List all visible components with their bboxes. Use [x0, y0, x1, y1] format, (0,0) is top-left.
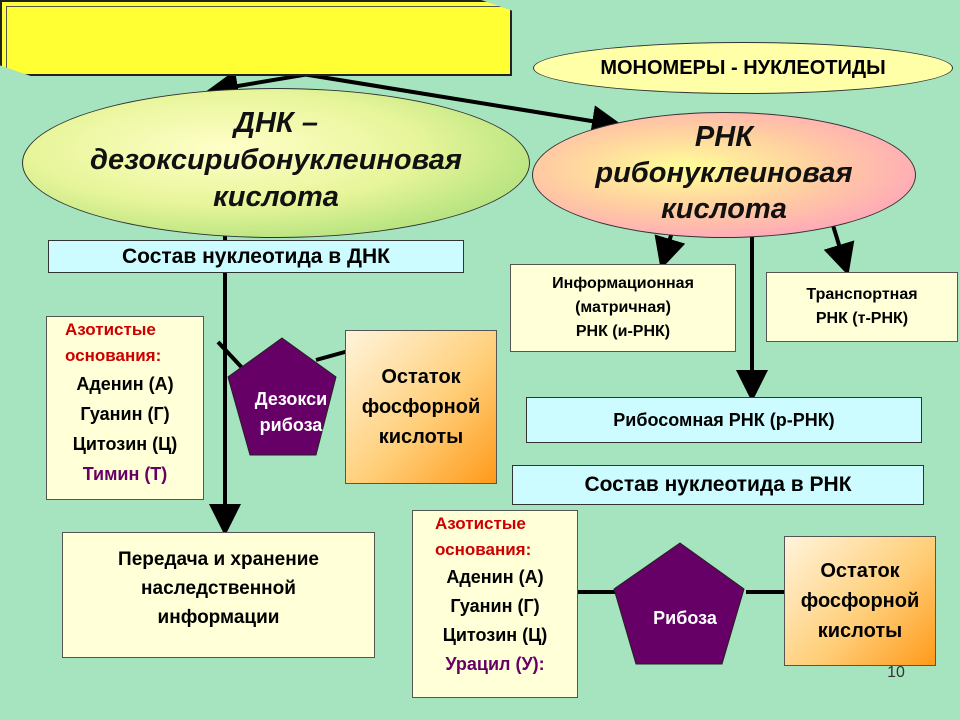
page-number: 10 — [887, 664, 905, 681]
dna-ellipse: ДНК – дезоксирибонуклеиновая кислота — [22, 88, 530, 238]
rna-title-line3: кислота — [661, 193, 787, 225]
rna-title-line1: РНК — [694, 121, 754, 153]
monomers-ellipse: МОНОМЕРЫ - НУКЛЕОТИДЫ — [533, 42, 953, 94]
rna-title-line2: рибонуклеиновая — [595, 157, 853, 189]
dna-base-guanine: Гуанин (Г) — [80, 404, 170, 424]
dna-bases-box: Азотистые основания: Аденин (А) Гуанин (… — [46, 316, 204, 500]
dna-function-line1: Передача и хранение — [118, 548, 319, 570]
dna-base-cytosine: Цитозин (Ц) — [72, 434, 178, 454]
mrna-line1: Информационная — [552, 275, 694, 292]
dna-sugar-line1: Дезокси — [254, 389, 328, 409]
rna-bases-label-2: основания: — [435, 540, 532, 559]
rna-composition-title: Состав нуклеотида в РНК — [512, 465, 924, 505]
rna-base-guanine: Гуанин (Г) — [450, 596, 540, 616]
rna-phosphate-line3: кислоты — [817, 620, 903, 642]
dna-composition-title: Состав нуклеотида в ДНК — [48, 240, 464, 273]
trna-line2: РНК (т-РНК) — [815, 310, 909, 327]
dna-bases-label-2: основания: — [65, 346, 162, 365]
mrna-line3: РНК (и-РНК) — [575, 323, 671, 340]
dna-title-line1: ДНК – — [234, 106, 318, 139]
dna-title-line2: дезоксирибонуклеиновая — [90, 143, 462, 176]
rna-base-adenine: Аденин (А) — [446, 567, 544, 587]
dna-phosphate-box: Остаток фосфорной кислоты — [345, 330, 497, 484]
dna-function-line2: наследственной — [141, 577, 296, 599]
dna-base-thymine: Тимин (Т) — [82, 464, 168, 484]
rna-phosphate-line2: фосфорной — [800, 590, 920, 612]
mrna-box: Информационная (матричная) РНК (и-РНК) — [510, 264, 736, 352]
dna-function-box: Передача и хранение наследственной инфор… — [62, 532, 375, 658]
rna-bases-label-1: Азотистые — [435, 514, 526, 533]
trna-box: Транспортная РНК (т-РНК) — [766, 272, 958, 342]
dna-base-adenine: Аденин (А) — [76, 374, 174, 394]
rna-to-trna-arrow — [823, 221, 855, 276]
title-banner: НУКЛЕИНОВЫЕ КИСЛОТЫ — [0, 0, 512, 76]
dna-sugar-line2: рибоза — [259, 415, 323, 435]
monomers-label: МОНОМЕРЫ - НУКЛЕОТИДЫ — [600, 56, 886, 79]
dna-phosphate-line2: фосфорной — [361, 396, 481, 418]
rna-composition-label: Состав нуклеотида в РНК — [584, 473, 852, 496]
dna-composition-label: Состав нуклеотида в ДНК — [121, 244, 390, 268]
dna-phosphate-line3: кислоты — [378, 426, 464, 448]
dna-bases-label-1: Азотистые — [65, 320, 156, 339]
title-to-rna-arrow — [289, 70, 624, 137]
rna-phosphate-box: Остаток фосфорной кислоты — [784, 536, 936, 666]
rna-ellipse: РНК рибонуклеиновая кислота — [532, 112, 916, 238]
dna-bases-sugar-bond — [216, 340, 248, 374]
mrna-line2: (матричная) — [575, 299, 671, 316]
dna-sugar-label: Дезокси рибоза — [236, 386, 346, 438]
dna-phosphate-line1: Остаток — [381, 366, 461, 388]
trna-line1: Транспортная — [806, 286, 918, 303]
rrna-label: Рибосомная РНК (р-РНК) — [613, 409, 835, 430]
rna-base-cytosine: Цитозин (Ц) — [442, 625, 548, 645]
dna-title-line3: кислота — [213, 180, 339, 213]
dna-function-line3: информации — [157, 606, 280, 628]
rrna-box: Рибосомная РНК (р-РНК) — [526, 397, 922, 443]
page-title: НУКЛЕИНОВЫЕ КИСЛОТЫ — [6, 6, 512, 76]
rna-base-uracil: Урацил (У): — [445, 654, 545, 674]
rna-bases-box: Азотистые основания: Аденин (А) Гуанин (… — [412, 510, 578, 698]
rna-sugar-label: Рибоза — [653, 608, 717, 628]
rna-phosphate-line1: Остаток — [820, 560, 900, 582]
